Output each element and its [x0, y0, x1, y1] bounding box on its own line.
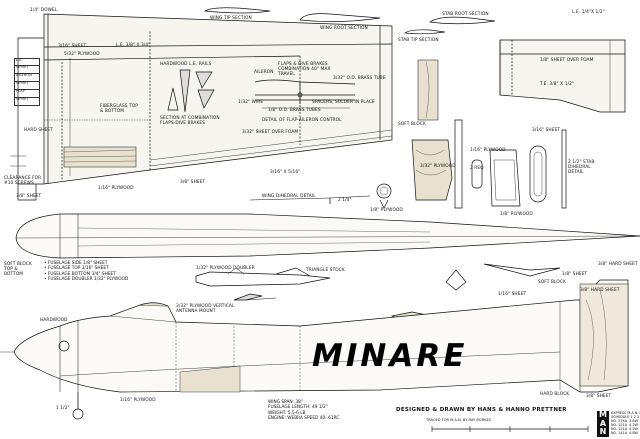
- label-sheet-116: 1/16" SHEET: [498, 292, 527, 297]
- ctl-le: L.E.: [14, 58, 40, 66]
- label-sheet-38c: 3/8" SHEET: [586, 394, 612, 399]
- specs-block: WING SPAN: 38" FUSELAGE LENGTH: 49 1/2" …: [268, 400, 339, 422]
- tracer-credit: TRACED FOR M.A.N. BY RAY BORKES: [426, 418, 492, 422]
- ctl-flap: FLAP: [14, 90, 40, 98]
- note-3: • FUSELAGE BOTTOM 3/4" SHEET: [44, 271, 116, 277]
- label-ply-532: 5/32" PLYWOOD: [64, 52, 100, 57]
- note-4: • FUSELAGE DOUBLER 1/32" PLYWOOD: [44, 276, 129, 282]
- label-half: 1 1/2": [56, 406, 70, 411]
- label-aileron: AILERON: [254, 70, 274, 75]
- label-clearance: CLEARANCE FOR #10 SCREWS: [4, 176, 42, 186]
- label-stab-sheet: 1/8" SHEET OVER FOAM: [540, 58, 594, 63]
- stab-plan: [417, 39, 626, 121]
- label-te-stab: T.E. 3/8" X 1/2": [540, 82, 574, 87]
- label-stab-dihedral: 2 1/2" STAB DIHEDRAL DETAIL: [568, 160, 595, 175]
- label-hard-sheet-38b: 3/8" HARD SHEET: [580, 288, 620, 293]
- label-section-comb: SECTION AT COMBINATION FLAPS-DIVE BRAKES: [160, 116, 220, 126]
- label-triangle: TRIANGLE STOCK: [306, 268, 345, 273]
- airfoil-sections: [203, 7, 496, 35]
- note-1: • FUSELAGE SIDE 1/8" SHEET: [44, 261, 108, 266]
- label-sheet-316: 3/16" SHEET: [58, 44, 87, 49]
- label-soft-block2: SOFT BLOCK: [538, 280, 566, 285]
- label-stab-tip: STAB TIP SECTION: [398, 38, 439, 43]
- ctl-servo-2: SERVO: [14, 82, 40, 90]
- dihedral-detail: [249, 195, 371, 204]
- fuselage-notes: • FUSELAGE SIDE 1/8" SHEET • FUSELAGE TO…: [44, 261, 128, 282]
- logo-letter-a: A: [599, 418, 607, 428]
- label-ply-116b: 1/16" PLYWOOD: [470, 148, 506, 153]
- logo-letter-n: N: [599, 427, 607, 436]
- label-wire: 1/32" WIRE: [238, 100, 264, 105]
- label-soft-block: SOFT BLOCK: [398, 122, 426, 127]
- label-spacers: SPACERS, SOLDER IN PLACE: [312, 100, 375, 105]
- scale-bar: [431, 426, 589, 432]
- label-ply-doubler: 1/32" PLYWOOD DOUBLER: [196, 266, 255, 271]
- label-ply-116: 1/16" PLYWOOD: [98, 186, 134, 191]
- label-sq-516: 3/16" X 5/16": [270, 170, 301, 175]
- fuselage-top-view: [15, 213, 640, 259]
- fuselage-side-view: [0, 279, 629, 420]
- label-hardwood: HARDWOOD: [40, 318, 68, 323]
- ctl-servo-1: SERVO: [14, 66, 40, 74]
- label-hard-sheet: HARD SHEET: [24, 128, 53, 133]
- label-stab-root: STAB ROOT SECTION: [442, 12, 489, 17]
- flap-detail: [254, 79, 356, 109]
- ctl-aileron: AILERON: [14, 74, 40, 82]
- label-two-quarter: 2 1/4": [338, 198, 352, 203]
- spec-span: WING SPAN: 38": [268, 400, 303, 405]
- label-sheet-38: 3/8" SHEET: [16, 194, 42, 199]
- label-ply-vertical: 3/32" PLYWOOD VERTICAL ANTENNA MOUNT: [176, 304, 235, 314]
- label-req2: 2 REQ: [470, 166, 484, 171]
- label-wing-root: WING ROOT SECTION: [320, 26, 368, 31]
- label-sheet-316b: 3/16" SHEET: [532, 128, 561, 133]
- schedule-block: EXPRESS M.A.N. MAY 1974 SCHEDULE 1 2 3 N…: [611, 411, 640, 436]
- label-ply-18: 1/8" PLYWOOD: [370, 208, 403, 213]
- label-dihedral: WING DIHEDRAL DETAIL: [262, 194, 316, 199]
- spec-engine: ENGINE: WEBRA SPEED 40-.61RC: [268, 416, 340, 422]
- ctl-servo-3: SERVO: [14, 98, 40, 106]
- note-2: • FUSELAGE TOP 3/16" SHEET: [44, 266, 109, 272]
- label-hw-rails: HARDWOOD L.E. RAILS: [160, 62, 212, 67]
- fin-details: [376, 119, 567, 209]
- label-fiberglass: FIBERGLASS TOP & BOTTOM: [100, 104, 138, 114]
- label-sheet-38b: 3/8" SHEET: [180, 180, 206, 185]
- label-ply-18b: 1/8" PLYWOOD: [500, 212, 533, 217]
- label-flaps-combo: FLAPS & DIVE BRAKES COMBINATION 40° MAX …: [278, 62, 331, 77]
- label-dowel: 1/4" DOWEL: [30, 8, 58, 13]
- label-brass-tubes: 1/8" O.D. BRASS TUBES: [268, 108, 321, 113]
- label-soft-block-tb: SOFT BLOCK TOP & BOTTOM: [4, 262, 32, 277]
- label-sheet-over-foam: 3/32" SHEET OVER FOAM: [242, 130, 299, 135]
- label-hard-block: HARD BLOCK: [540, 392, 570, 397]
- control-legend: L.E. SERVO AILERON SERVO FLAP SERVO: [14, 58, 40, 106]
- label-le-wing: L.E. 3/8" X 3/4": [116, 43, 151, 48]
- label-ply-116c: 1/16" PLYWOOD: [120, 398, 156, 403]
- label-le-stab: L.E. 1/4"X 1/2": [572, 10, 605, 15]
- rail-details: [167, 69, 215, 113]
- spec-weight: WEIGHT: 5.5-6 LB: [268, 410, 306, 416]
- logo-letter-m: M: [599, 410, 607, 419]
- label-brass-tube: 3/32" O.D. BRASS TUBE: [333, 76, 386, 81]
- spec-length: FUSELAGE LENGTH: 49 1/2": [268, 405, 328, 411]
- label-wing-tip: WING TIP SECTION: [210, 16, 252, 21]
- wing-plan: [10, 13, 393, 201]
- plan-title: MINARE: [312, 338, 468, 374]
- label-ply-332: 3/32" PLYWOOD: [420, 164, 456, 169]
- label-sheet-18: 1/8" SHEET: [562, 272, 588, 277]
- label-flap-detail: DETAIL OF FLAP-AILERON CONTROL: [262, 118, 342, 123]
- designer-credit: DESIGNED & DRAWN BY HANS & HANNO PRETTNE…: [396, 407, 567, 413]
- label-hard-sheet-38: 3/8" HARD SHEET: [598, 262, 638, 267]
- man-logo: M A N: [597, 410, 609, 437]
